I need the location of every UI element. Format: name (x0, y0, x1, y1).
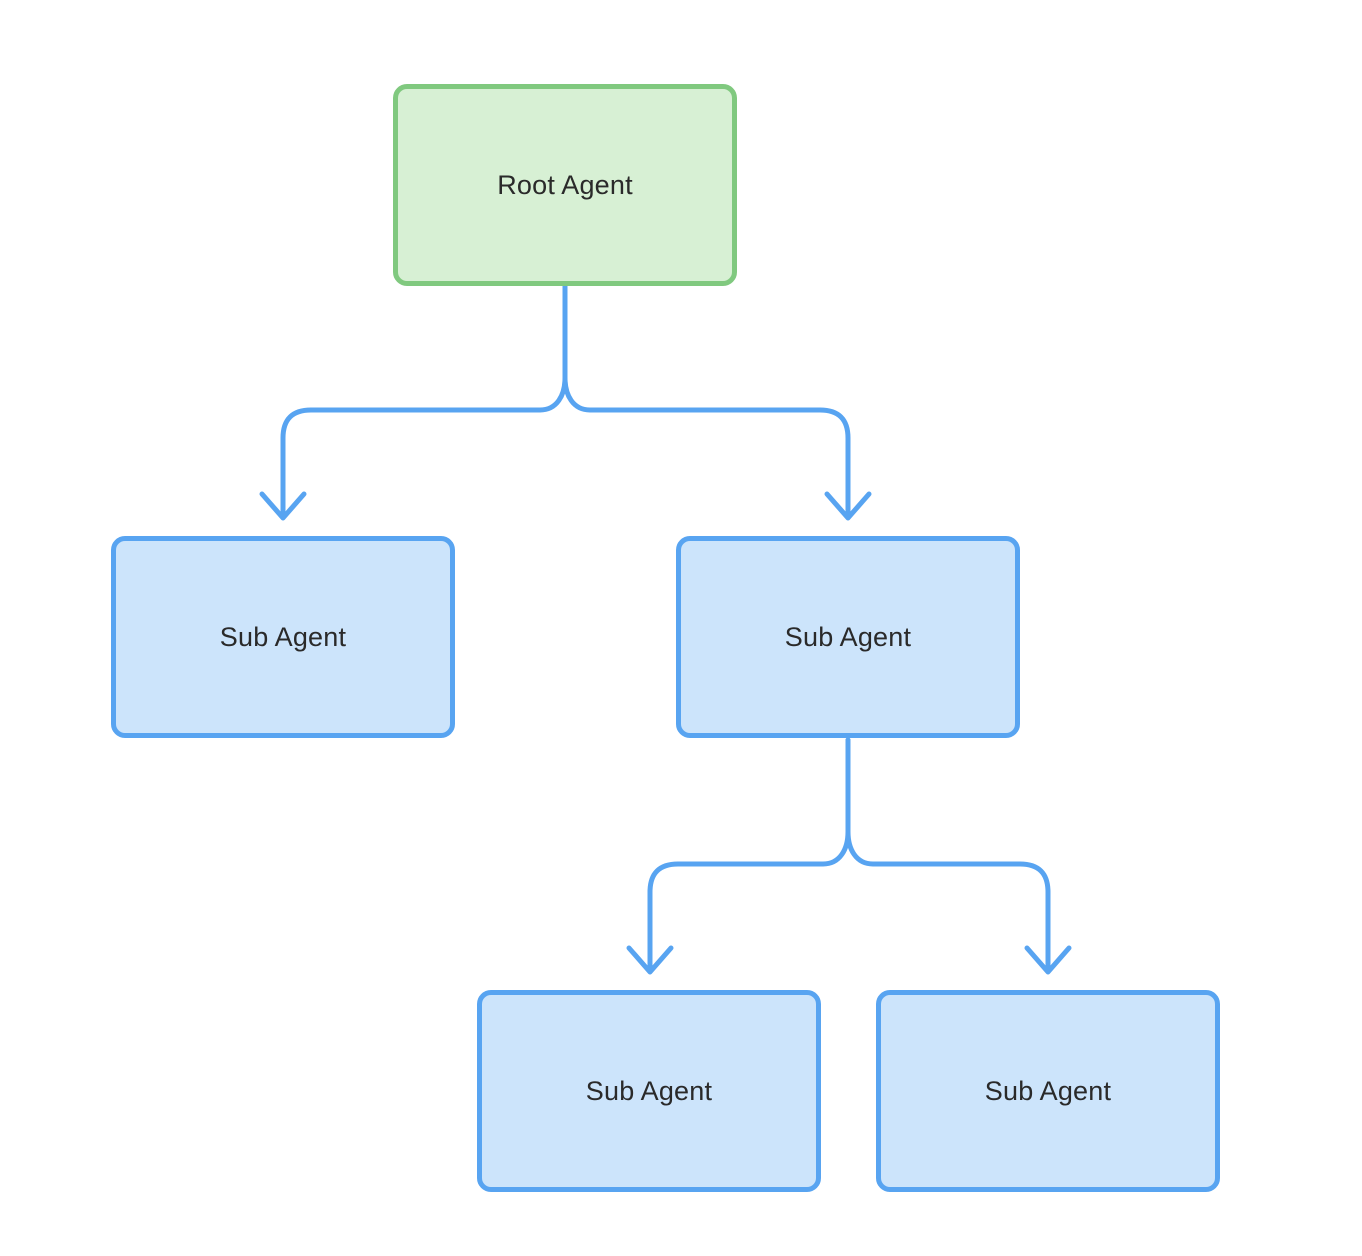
node-label: Sub Agent (585, 1075, 713, 1106)
arrowhead-down-icon (259, 491, 307, 521)
arrowhead-down-icon (1024, 945, 1072, 975)
node-label: Sub Agent (984, 1075, 1112, 1106)
node-label: Sub Agent (219, 621, 347, 652)
arrowhead-down-icon (824, 491, 872, 521)
edge-sub-right-to-child-right (845, 737, 1051, 973)
edge-root-to-sub-left (280, 283, 568, 519)
node-sub-agent-bottom-right: Sub Agent (876, 990, 1220, 1192)
edge-root-to-sub-right (562, 283, 851, 519)
node-label: Sub Agent (784, 621, 912, 652)
node-sub-agent-bottom-left: Sub Agent (477, 990, 821, 1192)
node-sub-agent-left: Sub Agent (111, 536, 455, 738)
edge-sub-right-to-child-left (647, 737, 851, 973)
node-label: Root Agent (497, 169, 633, 200)
node-root-agent: Root Agent (393, 84, 737, 286)
arrowhead-down-icon (626, 945, 674, 975)
node-sub-agent-right: Sub Agent (676, 536, 1020, 738)
